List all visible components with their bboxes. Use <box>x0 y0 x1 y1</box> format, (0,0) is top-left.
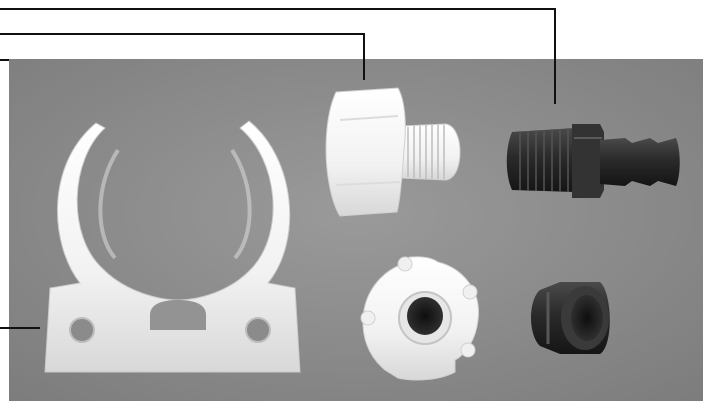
bushing-icon <box>531 282 610 354</box>
leader-line-barbed-fitting <box>0 8 556 104</box>
threaded-adapter-icon <box>325 87 461 217</box>
hex-nut-icon <box>360 256 479 381</box>
barbed-fitting-icon <box>506 124 680 198</box>
leader-line-threaded-adapter <box>0 33 365 80</box>
u-clip-bracket-icon <box>44 120 301 373</box>
leader-lines <box>0 8 556 329</box>
